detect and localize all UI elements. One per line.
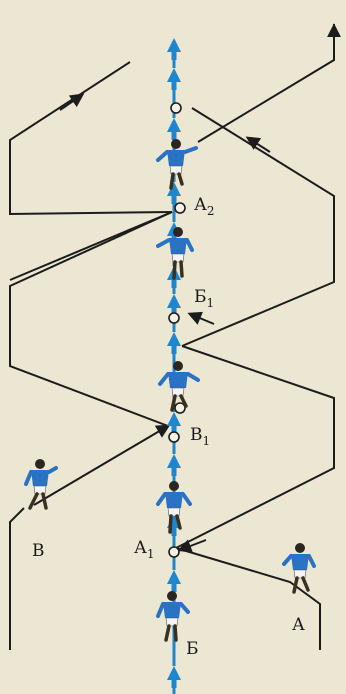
label-a: А	[292, 615, 305, 635]
player-icon	[284, 543, 314, 592]
label-b: Б	[186, 639, 199, 659]
up-arrow-icon	[167, 68, 181, 90]
up-arrow-icon	[167, 454, 181, 476]
left-path-cross-1	[10, 212, 172, 280]
left-path-arrow-upper	[60, 95, 82, 110]
label-a1: А1	[134, 538, 155, 561]
left-path-zigzag-upper	[10, 62, 172, 214]
right-path-zigzag	[176, 346, 334, 548]
up-arrow-icon	[167, 332, 181, 354]
up-arrow-icon	[167, 666, 181, 688]
up-arrow-icon	[167, 118, 181, 140]
ball-icon	[169, 313, 179, 323]
left-runner-path	[10, 62, 172, 650]
player-icon	[158, 139, 196, 188]
ball-icon	[169, 547, 179, 557]
ball-icon	[171, 103, 181, 113]
left-path-segment-bottom	[10, 508, 24, 650]
up-arrow-icon	[167, 182, 181, 204]
up-arrow-icon	[167, 412, 181, 434]
label-v1: В1	[190, 425, 210, 448]
ball-icon	[175, 203, 185, 213]
up-arrow-icon	[167, 38, 181, 60]
player-icon	[158, 227, 192, 278]
label-a2: А2	[194, 195, 215, 218]
label-b1: Б1	[194, 287, 214, 310]
ball-icon	[169, 432, 179, 442]
up-arrow-icon	[167, 570, 181, 592]
label-v: В	[32, 541, 45, 561]
left-path-zigzag	[10, 212, 172, 426]
right-path-arrow-2	[190, 314, 214, 324]
position-labels: А2 Б1 В1 А1 В Б А	[32, 195, 305, 659]
left-path-pass-line-1	[34, 426, 168, 505]
